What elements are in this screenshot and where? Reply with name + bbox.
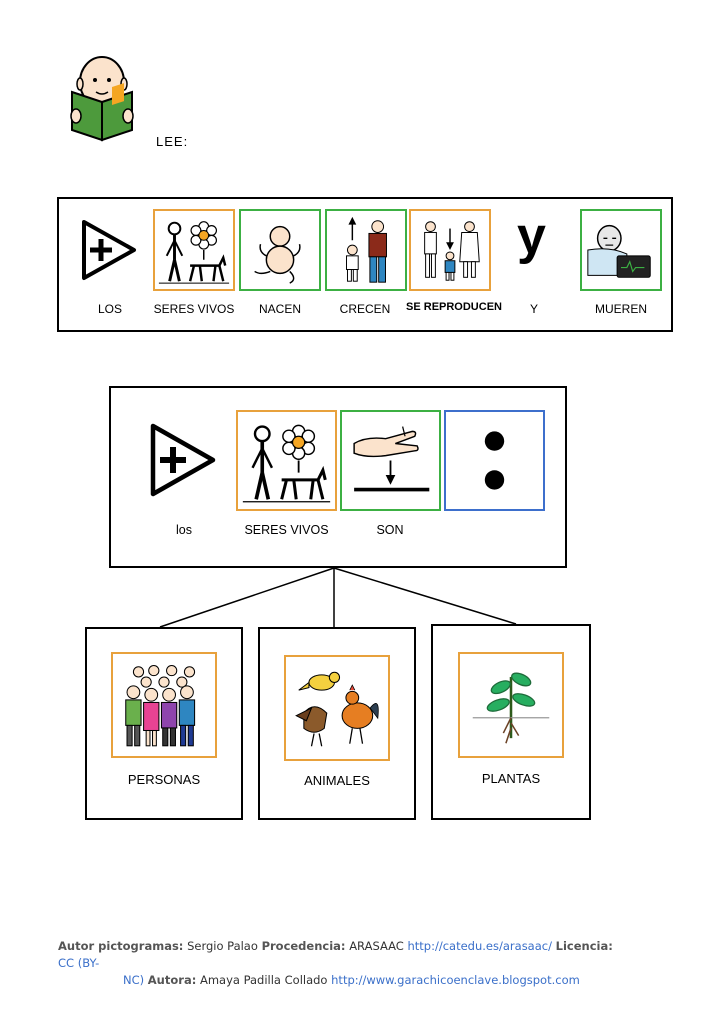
plus-article-icon [80, 218, 138, 282]
license-link-cont[interactable]: NC) [123, 973, 145, 987]
instruction-text: LEE: [156, 134, 189, 149]
source-name: ARASAAC [349, 939, 404, 953]
author-name: Sergio Palao [187, 939, 258, 953]
plantas-pictogram [458, 652, 564, 758]
word-los: LOS [97, 302, 122, 316]
writer-label: Autora: [147, 973, 197, 987]
writer-link[interactable]: http://www.garachicoenclave.blogspot.com [331, 973, 580, 987]
mueren-pictogram [580, 209, 662, 291]
se-reproducen-pictogram [409, 209, 491, 291]
y-glyph: y [517, 207, 546, 265]
word-crecen: CRECEN [339, 302, 391, 316]
seres-vivos-pictogram-2 [236, 410, 337, 511]
son-pictogram [340, 410, 441, 511]
colon-pictogram [444, 410, 545, 511]
credits-line-1: Autor pictogramas: Sergio Palao Proceden… [58, 938, 628, 972]
category-plantas-label: PLANTAS [481, 771, 541, 786]
source-label: Procedencia: [261, 939, 346, 953]
word-seres-vivos-2: SERES VIVOS [244, 523, 329, 537]
writer-name: Amaya Padilla Collado [199, 973, 328, 987]
reading-child-icon [66, 50, 138, 142]
word-se-reproducen: SE REPRODUCEN [406, 301, 502, 313]
license-link[interactable]: CC (BY- [58, 956, 100, 970]
credits-footer: Autor pictogramas: Sergio Palao Proceden… [58, 938, 628, 989]
author-label: Autor pictogramas: [58, 939, 184, 953]
word-seres-vivos: SERES VIVOS [153, 302, 235, 316]
crecen-pictogram [325, 209, 407, 291]
plus-article-icon-2 [148, 421, 218, 499]
word-mueren: MUEREN [594, 302, 647, 316]
credits-line-2: NC) Autora: Amaya Padilla Collado http:/… [58, 972, 628, 989]
category-personas-label: PERSONAS [127, 772, 201, 787]
license-label: Licencia: [555, 939, 613, 953]
personas-pictogram [111, 652, 217, 758]
source-link[interactable]: http://catedu.es/arasaac/ [407, 939, 552, 953]
word-y: Y [529, 302, 538, 316]
category-animales-label: ANIMALES [304, 773, 370, 788]
word-nacen: NACEN [258, 302, 301, 316]
word-son: SON [376, 523, 404, 537]
word-los-2: los [176, 523, 192, 537]
nacen-pictogram [239, 209, 321, 291]
animales-pictogram [284, 655, 390, 761]
seres-vivos-pictogram [153, 209, 235, 291]
